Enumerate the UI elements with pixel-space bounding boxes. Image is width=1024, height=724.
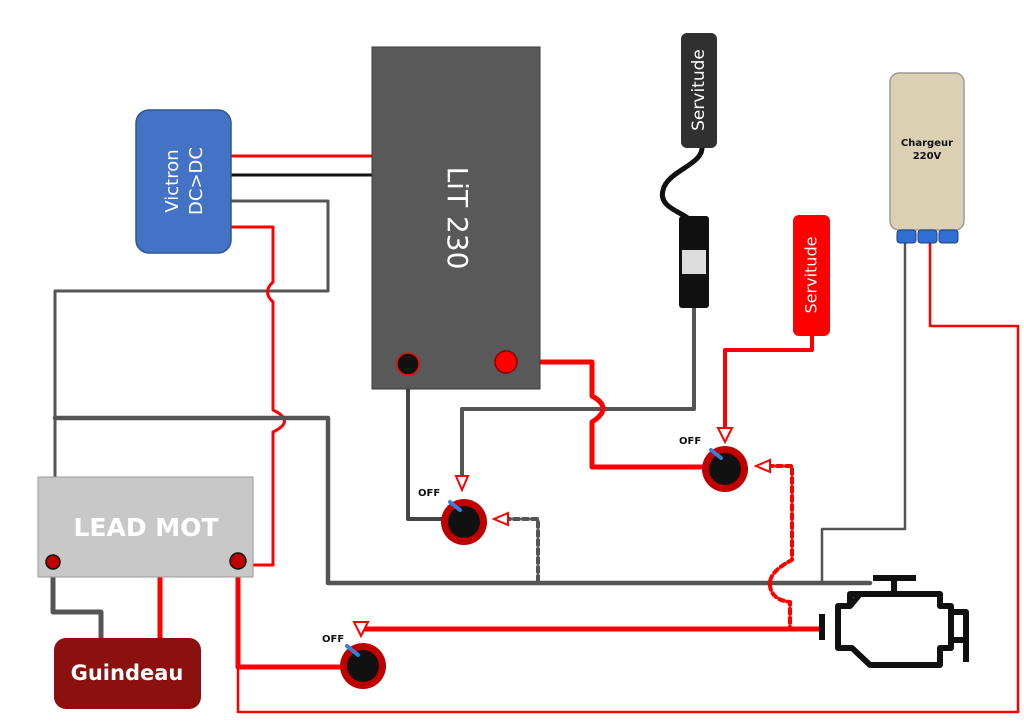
switch-3-lever	[345, 644, 360, 657]
charger-output-3	[938, 229, 959, 244]
wire-lead-ground-to-windlass	[50, 559, 104, 643]
wire-lithium-negative-to-switch-1	[406, 360, 456, 521]
wire-lead-positive-to-switch-3	[235, 562, 353, 670]
switch-1-lever	[448, 500, 462, 512]
dcdc-label-line1: Victron	[162, 149, 183, 212]
windlass: Guindeau	[54, 638, 201, 709]
wire-servitude-cable	[659, 143, 705, 223]
wire-switch-2-remote-dashed	[766, 464, 794, 631]
servitude-positive-label: Servitude	[802, 237, 821, 314]
servitude-negative: Servitude	[681, 33, 717, 148]
battery-switch-1[interactable]: OFF	[418, 475, 509, 545]
charger-label-line1: Chargeur	[901, 138, 953, 149]
servitude-negative-label: Servitude	[689, 49, 709, 131]
switch-2-remote-arrow	[753, 458, 771, 474]
wire-switch-1-remote-dashed	[503, 517, 540, 585]
lithium-positive-terminal	[494, 350, 518, 374]
switch-2-input-arrow	[716, 427, 734, 445]
wire-charger-positive-to-lead	[236, 238, 1020, 714]
lead-battery-label: LEAD MOT	[74, 513, 219, 542]
switch-2-lever	[709, 448, 723, 460]
switch-3-off-label: OFF	[322, 634, 344, 645]
windlass-label: Guindeau	[71, 661, 184, 685]
charger-output-1	[896, 229, 917, 244]
switch-3-input-arrow	[352, 621, 370, 639]
lead-negative-terminal	[45, 554, 61, 570]
wire-servitude-negative-to-switch-1	[460, 303, 696, 484]
dcdc-converter: Victron DC>DC	[135, 109, 232, 254]
lithium-negative-terminal	[396, 352, 420, 376]
switch-1-remote-arrow	[491, 511, 509, 527]
wire-servitude-positive-to-switch-2	[723, 334, 814, 430]
dcdc-label-line2: DC>DC	[186, 147, 207, 215]
switch-1-input-arrow	[454, 475, 470, 493]
servitude-positive: Servitude	[793, 215, 830, 336]
charger-label-line2: 220V	[913, 151, 942, 162]
battery-switch-2[interactable]: OFF	[679, 427, 771, 492]
wire-charger-negative-to-ground	[820, 238, 907, 585]
lithium-battery: LiT 230	[371, 46, 541, 390]
battery-charger: Chargeur 220V	[889, 72, 965, 244]
wire-dcdc-ground-loop	[53, 199, 330, 562]
wire-dcdc-input-to-lead	[230, 225, 286, 567]
switch-1-off-label: OFF	[418, 488, 440, 499]
lead-battery: LEAD MOT	[37, 476, 254, 578]
wire-lithium-positive-to-switch-2	[503, 359, 718, 470]
fuse-holder-icon	[679, 216, 709, 308]
charger-output-2	[917, 229, 938, 244]
wire-ground-bus	[52, 415, 873, 586]
battery-switch-3[interactable]: OFF	[322, 621, 386, 689]
lead-positive-terminal	[229, 552, 247, 570]
switch-2-off-label: OFF	[679, 436, 701, 447]
engine-icon	[819, 575, 969, 668]
lithium-battery-label: LiT 230	[441, 167, 474, 270]
